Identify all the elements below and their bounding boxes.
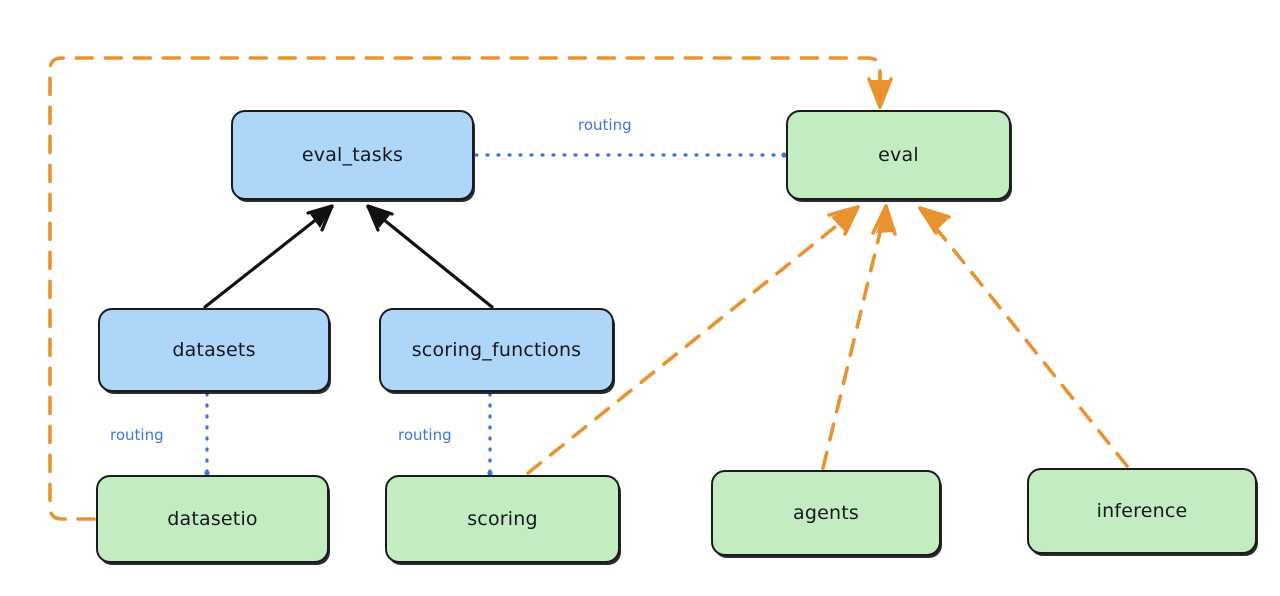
node-datasetio[interactable]: datasetio <box>96 475 329 563</box>
node-agents[interactable]: agents <box>711 470 941 556</box>
edge-agents-to-eval-dependency <box>821 204 897 470</box>
edge-datasets-to-datasetio-routing <box>204 392 210 476</box>
node-label: scoring_functions <box>411 339 582 361</box>
node-label: agents <box>793 502 859 524</box>
edge-inference-to-eval-dependency <box>918 206 1129 468</box>
edge-label-routing-scoring: routing <box>398 426 452 444</box>
node-eval-tasks[interactable]: eval_tasks <box>231 110 474 200</box>
node-datasets[interactable]: datasets <box>98 308 330 392</box>
edge-eval-tasks-to-eval-routing <box>474 152 787 158</box>
node-label: datasetio <box>167 508 258 530</box>
node-label: inference <box>1096 500 1188 522</box>
node-inference[interactable]: inference <box>1027 468 1257 554</box>
node-scoring[interactable]: scoring <box>385 475 620 563</box>
node-label: datasets <box>172 339 256 361</box>
edge-scoring-functions-to-scoring-routing <box>487 392 493 476</box>
node-scoring-functions[interactable]: scoring_functions <box>379 308 614 392</box>
edge-label-routing-datasetio: routing <box>110 426 164 444</box>
node-label: eval_tasks <box>301 144 404 166</box>
node-label: eval <box>878 144 919 166</box>
edge-scoring-functions-to-eval-tasks <box>366 204 494 309</box>
edge-datasets-to-eval-tasks <box>203 204 334 309</box>
edge-label-routing-eval: routing <box>578 116 632 134</box>
node-label: scoring <box>467 508 538 530</box>
node-eval[interactable]: eval <box>786 110 1011 200</box>
